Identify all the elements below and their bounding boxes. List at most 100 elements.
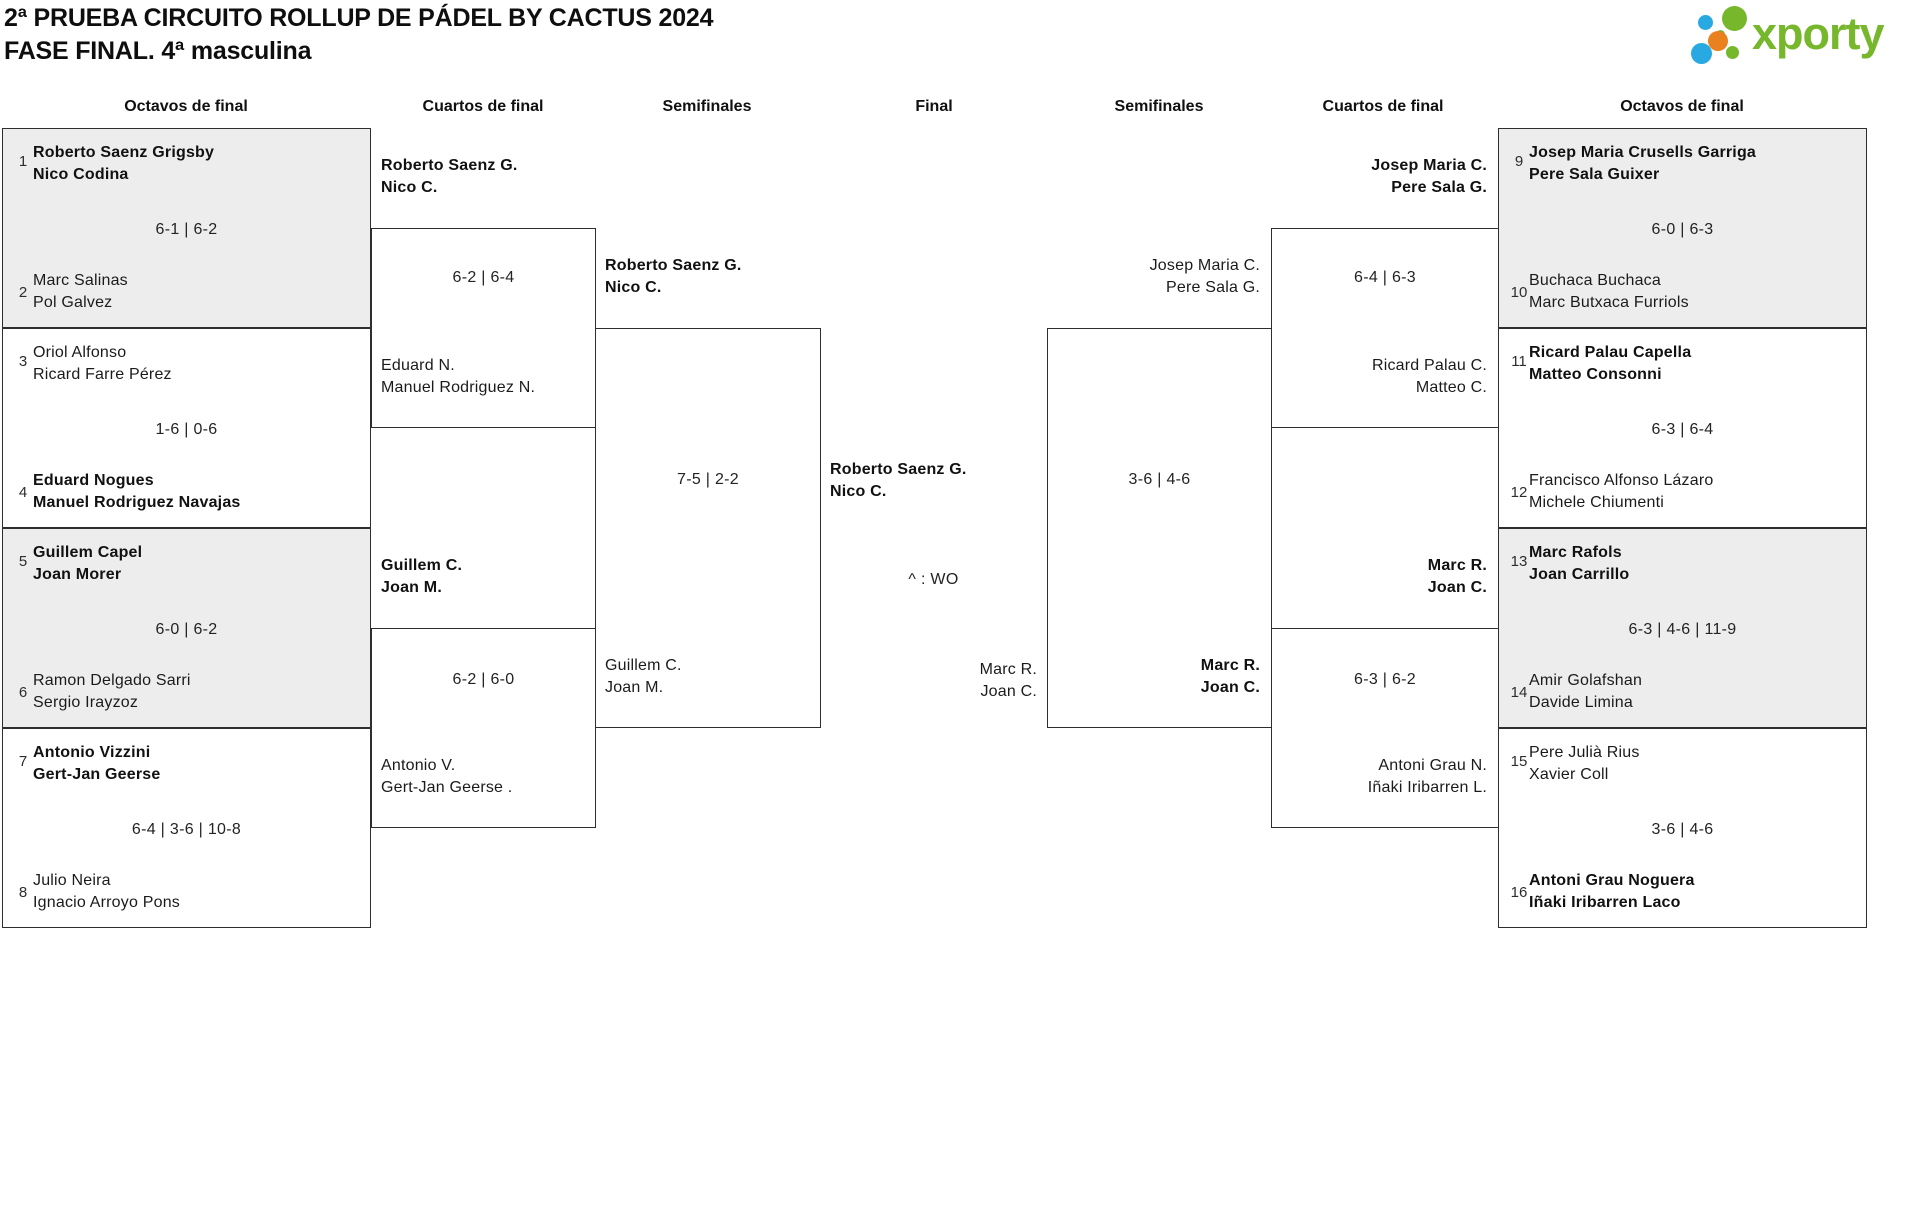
team-pair: Ramon Delgado Sarri Sergio Irayzoz: [33, 670, 191, 713]
match-score: 6-2 | 6-4: [452, 269, 515, 286]
player-name: Ricard Palau C.: [1371, 357, 1487, 374]
player-name: Marc Salinas: [33, 272, 128, 289]
seed-number: 14: [1510, 684, 1528, 701]
player-name: Roberto Saenz Grigsby: [33, 144, 215, 161]
player-name: Joan C.: [980, 682, 1037, 700]
player-name: Pere Julià Rius: [1529, 744, 1640, 761]
logo-dot-green-small: [1726, 46, 1739, 59]
logo-wordmark: xporty: [1752, 8, 1885, 59]
player-name: Iñaki Iribarren L.: [1367, 778, 1487, 796]
qf-left-top-box: [371, 228, 596, 428]
player-name: Julio Neira: [33, 872, 111, 889]
team-pair: Eduard N. Manuel Rodriguez N.: [381, 355, 535, 398]
team-pair: Guillem C. Joan M.: [605, 655, 682, 698]
team-pair: Marc Salinas Pol Galvez: [33, 270, 128, 313]
team-pair: Antoni Grau Noguera Iñaki Iribarren Laco: [1529, 870, 1695, 913]
r16-match-1-2-box: 1 Roberto Saenz Grigsby Nico Codina 6-1 …: [2, 128, 371, 328]
player-name: Gert-Jan Geerse .: [381, 778, 513, 796]
team-pair: Julio Neira Ignacio Arroyo Pons: [33, 870, 180, 913]
team-pair: Antoni Grau N. Iñaki Iribarren L.: [1287, 755, 1487, 798]
team-pair: Roberto Saenz G. Nico C.: [605, 255, 742, 298]
r16-match-15-16-box: 15 Pere Julià Rius Xavier Coll 3-6 | 4-6…: [1498, 728, 1867, 928]
logo-dot-orange: [1708, 31, 1728, 51]
seed-number: 10: [1510, 284, 1528, 301]
player-name: Marc Rafols: [1529, 544, 1622, 561]
player-name: Josep Maria C.: [1149, 257, 1260, 274]
team-pair: Pere Julià Rius Xavier Coll: [1529, 742, 1640, 785]
title-line1: 2ª PRUEBA CIRCUITO ROLLUP DE PÁDEL BY CA…: [4, 4, 714, 32]
player-name: Ricard Farre Pérez: [33, 365, 172, 383]
player-name: Antoni Grau Noguera: [1529, 872, 1695, 889]
r16-match-5-6-box: 5 Guillem Capel Joan Morer 6-0 | 6-2 6 R…: [2, 528, 371, 728]
seed-number: 13: [1510, 553, 1528, 570]
logo-dot-blue-small: [1698, 15, 1713, 30]
match-score: 6-1 | 6-2: [155, 221, 218, 238]
player-name: Joan M.: [605, 678, 664, 696]
r16-match-3-4-box: 3 Oriol Alfonso Ricard Farre Pérez 1-6 |…: [2, 328, 371, 528]
team-pair: Guillem C. Joan M.: [381, 555, 462, 598]
match-score: 6-0 | 6-2: [155, 621, 218, 638]
player-name: Pere Sala G.: [1391, 178, 1487, 196]
seed-number: 15: [1510, 753, 1528, 770]
player-name: Antoni Grau N.: [1378, 757, 1487, 774]
seed-number: 5: [18, 553, 28, 570]
player-name: Antonio V.: [381, 757, 456, 774]
seed-number: 7: [18, 753, 28, 770]
player-name: Matteo Consonni: [1529, 365, 1662, 383]
team-pair: Roberto Saenz Grigsby Nico Codina: [33, 142, 214, 185]
match-score: 3-6 | 4-6: [1128, 471, 1191, 488]
header-qf-right: Cuartos de final: [1322, 98, 1444, 115]
player-name: Guillem C.: [605, 657, 682, 674]
logo-dot-blue-large: [1691, 43, 1712, 64]
final-score: ^ : WO: [908, 571, 959, 588]
match-score: 6-4 | 3-6 | 10-8: [131, 821, 242, 838]
xporty-logo[interactable]: xporty: [1690, 2, 1918, 68]
seed-number: 16: [1510, 884, 1528, 901]
player-name: Iñaki Iribarren Laco: [1529, 893, 1681, 911]
seed-number: 1: [18, 153, 28, 170]
player-name: Roberto Saenz G.: [605, 257, 742, 274]
page-title: 2ª PRUEBA CIRCUITO ROLLUP DE PÁDEL BY CA…: [4, 2, 714, 68]
player-name: Manuel Rodriguez N.: [381, 378, 536, 396]
player-name: Nico C.: [381, 178, 438, 196]
team-pair: Oriol Alfonso Ricard Farre Pérez: [33, 342, 172, 385]
player-name: Amir Golafshan: [1529, 672, 1643, 689]
player-name: Xavier Coll: [1529, 765, 1609, 783]
player-name: Ricard Palau Capella: [1529, 344, 1692, 361]
player-name: Matteo C.: [1415, 378, 1487, 396]
team-pair: Guillem Capel Joan Morer: [33, 542, 142, 585]
player-name: Eduard N.: [381, 357, 455, 374]
qf-left-bottom-box: [371, 628, 596, 828]
logo-dot-green-large: [1722, 6, 1747, 31]
player-name: Pol Galvez: [33, 293, 113, 311]
player-name: Ramon Delgado Sarri: [33, 672, 191, 689]
team-pair: Ricard Palau C. Matteo C.: [1287, 355, 1487, 398]
team-pair: Ricard Palau Capella Matteo Consonni: [1529, 342, 1691, 385]
player-name: Pere Sala G.: [1165, 278, 1260, 296]
champion-team-pair: Roberto Saenz G. Nico C.: [830, 459, 967, 502]
player-name: Joan Morer: [33, 565, 122, 583]
team-pair: Josep Maria Crusells Garriga Pere Sala G…: [1529, 142, 1756, 185]
team-pair: Roberto Saenz G. Nico C.: [381, 155, 518, 198]
match-score: 6-3 | 4-6 | 11-9: [1628, 621, 1737, 638]
r16-match-13-14-box: 13 Marc Rafols Joan Carrillo 6-3 | 4-6 |…: [1498, 528, 1867, 728]
team-pair: Antonio V. Gert-Jan Geerse .: [381, 755, 512, 798]
qf-right-top-box: [1271, 228, 1499, 428]
team-pair: Marc Rafols Joan Carrillo: [1529, 542, 1629, 585]
qf-right-bottom-box: [1271, 628, 1499, 828]
player-name: Manuel Rodriguez Navajas: [33, 493, 241, 511]
player-name: Josep Maria C.: [1371, 157, 1487, 174]
player-name: Michele Chiumenti: [1529, 493, 1665, 511]
player-name: Davide Limina: [1529, 693, 1633, 711]
r16-match-7-8-box: 7 Antonio Vizzini Gert-Jan Geerse 6-4 | …: [2, 728, 371, 928]
player-name: Joan M.: [381, 578, 442, 596]
seed-number: 9: [1514, 153, 1524, 170]
match-score: 6-3 | 6-2: [1354, 671, 1416, 688]
team-pair: Marc R. Joan C.: [1060, 655, 1260, 698]
player-name: Eduard Nogues: [33, 472, 154, 489]
sf-left-box: [595, 328, 821, 728]
match-score: 6-2 | 6-0: [452, 671, 515, 688]
match-score: 6-0 | 6-3: [1651, 221, 1714, 238]
player-name: Sergio Irayzoz: [33, 693, 139, 711]
sf-right-box: [1047, 328, 1272, 728]
